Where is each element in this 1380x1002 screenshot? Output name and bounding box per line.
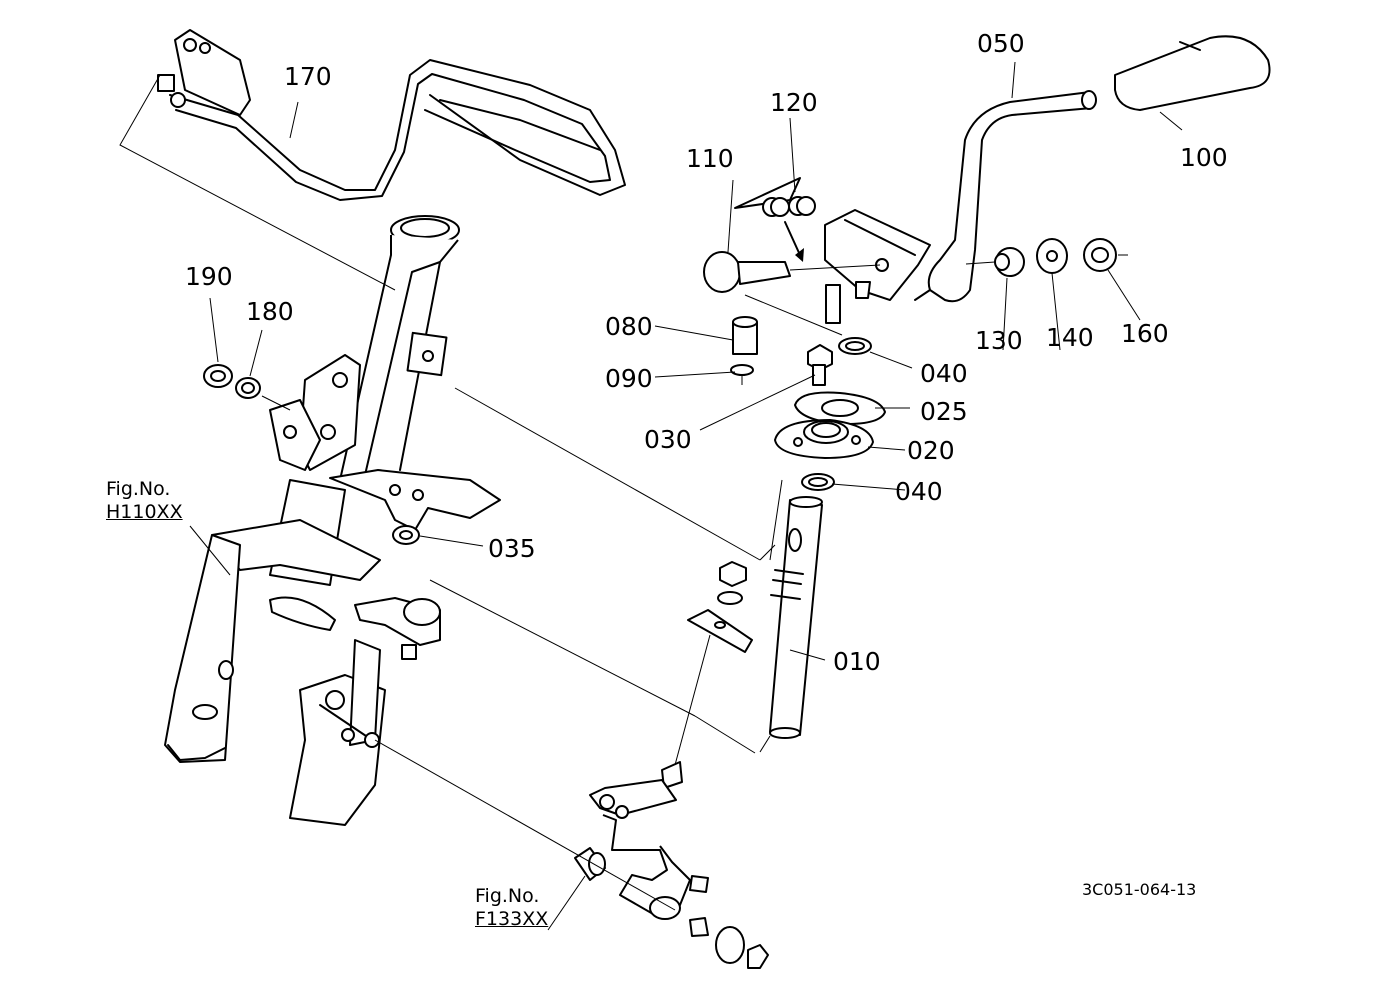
label-part-040-lower: 040 (895, 477, 943, 506)
label-part-090: 090 (605, 364, 653, 393)
part-160-nut (1083, 238, 1117, 272)
figure-ref-caption: Fig.No. (106, 478, 171, 500)
lower-linkage (589, 761, 769, 969)
label-part-140: 140 (1046, 323, 1094, 352)
steering-column-frame (164, 215, 501, 826)
part-090-washer (730, 364, 754, 376)
part-180-washer (235, 377, 261, 399)
label-part-025: 025 (920, 397, 968, 426)
label-part-100: 100 (1180, 143, 1228, 172)
part-170-handle-bar (157, 29, 626, 201)
part-040-clip-upper (838, 337, 872, 355)
part-025-gasket (794, 391, 886, 426)
part-020-flange (774, 419, 874, 459)
label-part-040-upper: 040 (920, 359, 968, 388)
label-part-080: 080 (605, 312, 653, 341)
label-part-030: 030 (644, 425, 692, 454)
figure-ref-h110xx: Fig.No. H110XX (106, 478, 183, 524)
label-part-010: 010 (833, 647, 881, 676)
label-part-110: 110 (686, 144, 734, 173)
leader-lines (119, 61, 1183, 931)
part-050-lever (914, 90, 1097, 303)
part-080-bushing (732, 316, 758, 355)
label-part-190: 190 (185, 262, 233, 291)
lower-bushing (574, 847, 606, 881)
drawing-code: 3C051-064-13 (1082, 880, 1197, 899)
label-part-035: 035 (488, 534, 536, 563)
figure-ref-number: H110XX (106, 500, 183, 523)
label-part-020: 020 (907, 436, 955, 465)
part-040-clip-lower (801, 473, 835, 491)
figure-ref-f133xx: Fig.No. F133XX (475, 885, 548, 931)
part-030-bolt (807, 344, 833, 386)
part-120-spring (734, 177, 816, 262)
figure-ref-caption: Fig.No. (475, 885, 540, 907)
part-190-nut (203, 364, 233, 388)
plate-with-nut (687, 561, 753, 653)
label-part-180: 180 (246, 297, 294, 326)
lever-bracket (824, 209, 931, 324)
part-110-pin (703, 251, 791, 293)
label-part-160: 160 (1121, 319, 1169, 348)
part-100-knob (1114, 35, 1271, 111)
label-part-130: 130 (975, 326, 1023, 355)
part-130-collar (994, 247, 1025, 277)
label-part-170: 170 (284, 62, 332, 91)
label-part-050: 050 (977, 29, 1025, 58)
label-part-120: 120 (770, 88, 818, 117)
part-140-washer (1036, 238, 1068, 274)
part-010-shaft (769, 496, 823, 739)
figure-ref-number: F133XX (475, 907, 549, 930)
part-035-collar (392, 525, 420, 545)
